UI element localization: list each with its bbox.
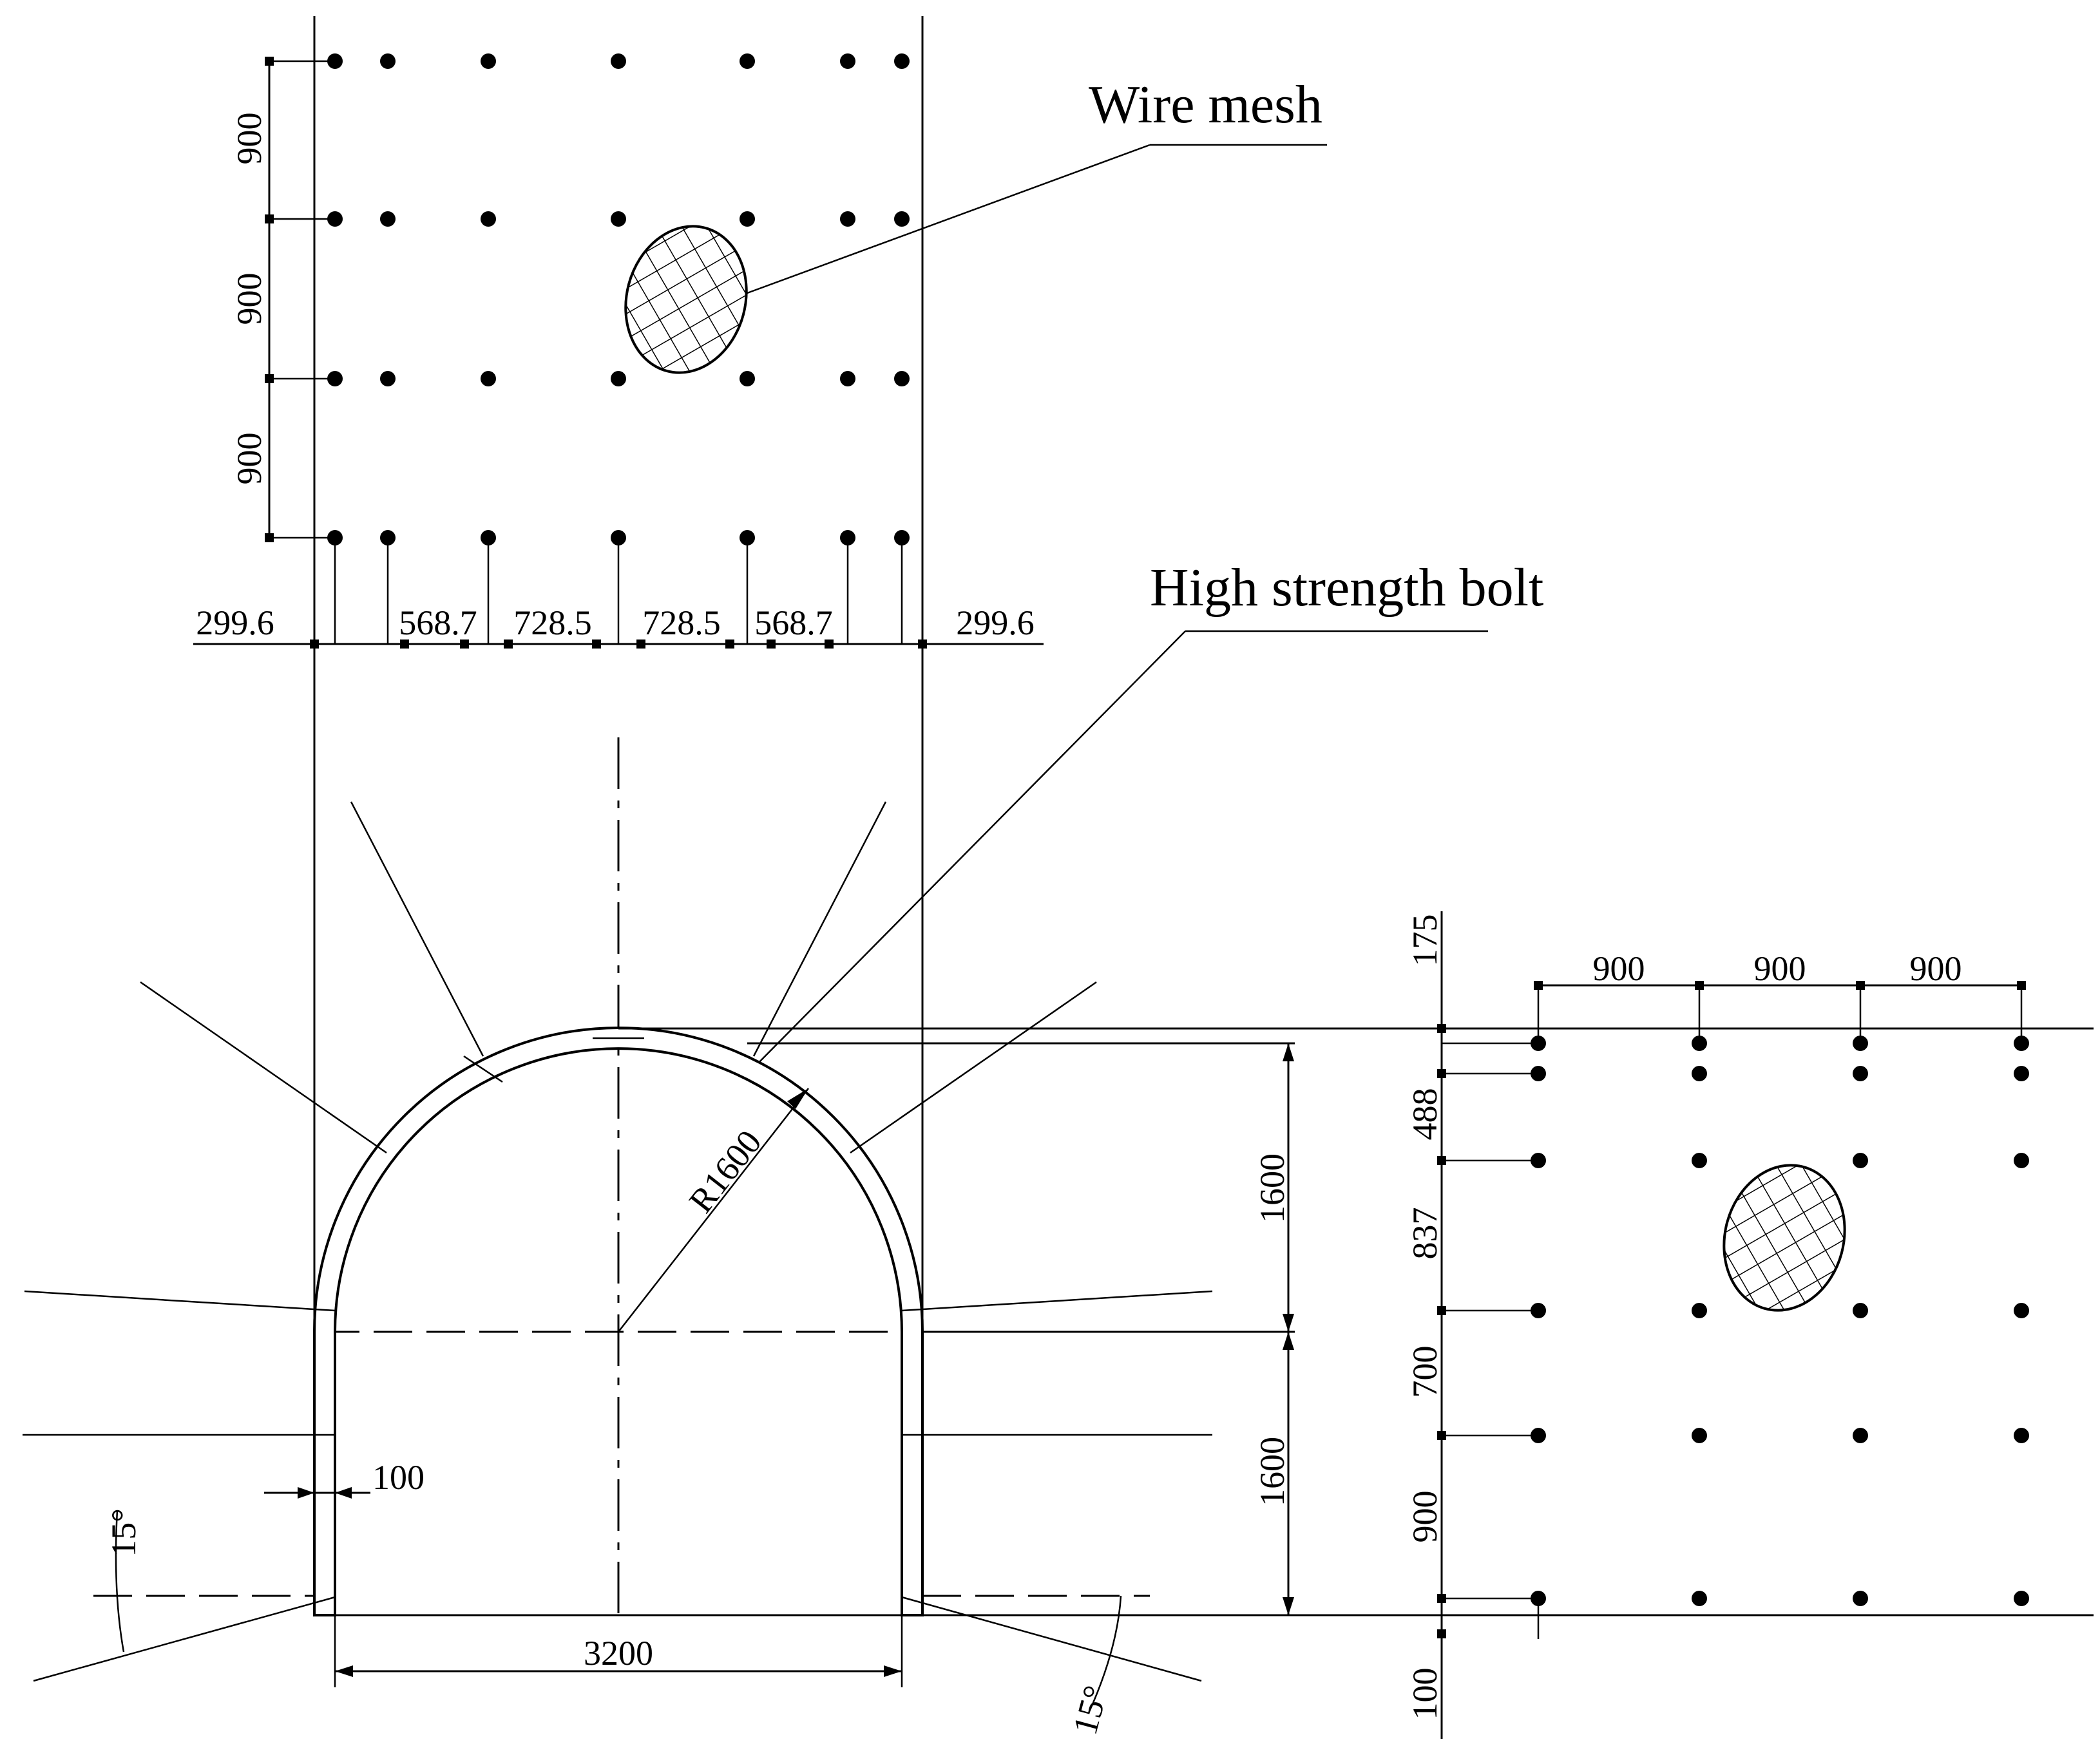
- plan-top-vertical-dimension: 900 900 900: [230, 57, 332, 542]
- angle-right-label: 15°: [1065, 1682, 1116, 1739]
- dim-horizontal-3: 728.5: [513, 603, 592, 642]
- right-top-dim-1: 900: [1593, 949, 1645, 988]
- right-top-dim-2: 900: [1754, 949, 1806, 988]
- angle-left-label: 15°: [104, 1508, 143, 1557]
- plan-top-bolt-grid: [327, 53, 910, 644]
- bolt-row-2: [327, 211, 910, 227]
- wire-mesh-callout: Wire mesh: [747, 75, 1327, 294]
- plan-right-bolt-grid: [1531, 1036, 2029, 1606]
- lining-thickness-label: 100: [372, 1458, 425, 1497]
- right-dim-2: 488: [1406, 1088, 1444, 1141]
- high-strength-bolt-callout: High strength bolt: [747, 558, 1543, 1075]
- height-lower-label: 1600: [1253, 1437, 1292, 1506]
- bolt-col-4: [2014, 1036, 2029, 1606]
- left-angle-arc: [115, 1510, 125, 1653]
- dim-horizontal-4: 728.5: [642, 603, 721, 642]
- bolt-col-2: [1692, 1036, 1707, 1606]
- plan-view-top: 900 900 900: [193, 16, 1044, 1616]
- bolt-col-1: [1531, 1036, 1546, 1606]
- right-dim-3: 837: [1406, 1208, 1444, 1260]
- dim-horizontal-6: 299.6: [956, 603, 1035, 642]
- wire-mesh-symbol-top: [624, 225, 748, 374]
- dim-vertical-1: 900: [230, 113, 269, 165]
- width-label: 3200: [584, 1634, 653, 1672]
- dim-horizontal-2: 568.7: [399, 603, 477, 642]
- dim-vertical-2: 900: [230, 273, 269, 325]
- wire-mesh-symbol-right: [1723, 1164, 1846, 1312]
- right-top-dimension: 900 900 900: [1534, 949, 2026, 1043]
- right-dim-4: 700: [1406, 1346, 1444, 1398]
- plan-top-horizontal-dimension: 299.6 568.7 728.5 728.5 568.7 299.6: [193, 603, 1044, 649]
- bolt-row-3: [327, 371, 910, 386]
- high-strength-bolt-label: High strength bolt: [1150, 558, 1543, 618]
- arch-bolts: [23, 801, 1213, 1682]
- right-top-dim-3: 900: [1910, 949, 1962, 988]
- right-dim-1: 175: [1406, 914, 1444, 967]
- radius-label: R1600: [682, 1123, 769, 1220]
- right-dim-5: 900: [1406, 1491, 1444, 1543]
- height-upper-label: 1600: [1253, 1153, 1292, 1223]
- dim-horizontal-5: 568.7: [754, 603, 833, 642]
- right-angle-arc: [1087, 1595, 1122, 1714]
- bolt-row-1: [327, 53, 910, 69]
- dim-vertical-3: 900: [230, 433, 269, 485]
- bolt-col-3: [1853, 1036, 1868, 1606]
- plan-view-right: 175 488 837 700 900 100 900 900 900: [1406, 911, 2029, 1739]
- right-dim-6: 100: [1406, 1668, 1444, 1720]
- dim-horizontal-1: 299.6: [196, 603, 274, 642]
- radius-line: [618, 1088, 809, 1332]
- wire-mesh-label: Wire mesh: [1089, 75, 1322, 135]
